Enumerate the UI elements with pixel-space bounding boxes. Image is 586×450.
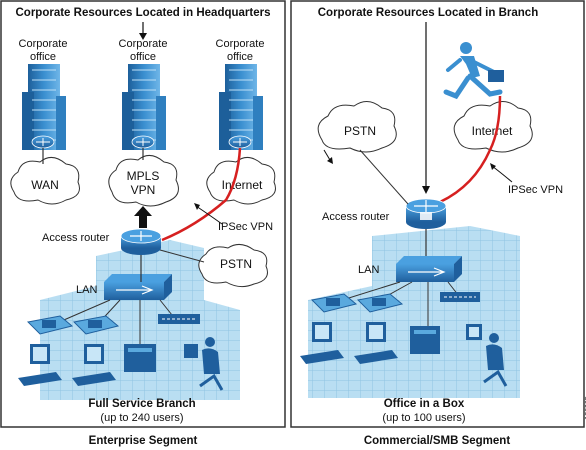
internet-cloud-icon: Internet [453, 101, 533, 153]
right-panel-frame [290, 0, 585, 428]
user-at-desk-icon [466, 324, 508, 387]
left-panel-title: Corporate Resources Located in Headquart… [16, 7, 271, 19]
router-icon [131, 135, 155, 149]
access-router-icon [405, 198, 447, 229]
right-lan-label: LAN [358, 264, 379, 276]
lan-switch-icon [104, 274, 172, 300]
mpls-vpn-cloud-icon: MPLS VPN [108, 155, 179, 207]
internet-cloud-icon: Internet [206, 157, 276, 205]
user-at-desk-icon [184, 337, 224, 391]
left-ipsec-label: IPSec VPN [218, 221, 273, 233]
mobile-user-icon [443, 42, 504, 100]
svg-text:Corporate: Corporate [216, 38, 265, 50]
ip-phone-icon [26, 315, 74, 335]
office-label-3: Corporate office [216, 38, 265, 63]
title-arrowhead-icon [139, 33, 147, 40]
building-icon [122, 64, 166, 150]
svg-text:Corporate: Corporate [119, 38, 168, 50]
office-label-1: Corporate office [19, 38, 68, 63]
branch-arrowhead-icon [422, 186, 430, 194]
ip-phone-icon [356, 293, 404, 313]
ipsec-vpn-line [161, 147, 242, 242]
svg-text:office: office [227, 51, 253, 63]
right-segment-label: Commercial/SMB Segment [364, 435, 511, 447]
uplink-arrow-icon [134, 206, 152, 228]
workstation-icon [72, 344, 116, 386]
right-access-router-label: Access router [322, 211, 390, 223]
access-router-icon [120, 228, 162, 255]
hub-icon [440, 292, 480, 302]
hub-icon [158, 314, 200, 324]
pstn-arrow-icon [323, 149, 331, 161]
svg-text:office: office [130, 51, 156, 63]
left-lan-label: LAN [76, 284, 97, 296]
right-ipsec-label: IPSec VPN [508, 184, 563, 196]
pstn-cloud-icon: PSTN [317, 101, 397, 153]
server-icon [124, 344, 156, 372]
right-internet-label: Internet [472, 124, 513, 138]
vpn-label: VPN [131, 183, 156, 197]
workstation-icon [300, 322, 344, 364]
internet-label: Internet [222, 178, 263, 192]
left-segment-label: Enterprise Segment [89, 435, 198, 447]
right-pstn-label: PSTN [344, 124, 376, 138]
router-icon [228, 135, 252, 149]
wan-cloud-icon: WAN [10, 157, 80, 205]
workstation-icon [354, 322, 398, 364]
mpls-label: MPLS [127, 169, 160, 183]
wan-label: WAN [31, 178, 59, 192]
right-branch-title: Office in a Box [384, 398, 465, 410]
svg-text:Corporate: Corporate [19, 38, 68, 50]
lan-switch-icon [396, 256, 462, 282]
router-icon [31, 135, 55, 149]
left-access-router-label: Access router [42, 232, 110, 244]
server-icon [410, 326, 440, 354]
right-panel-title: Corporate Resources Located in Branch [318, 7, 538, 19]
lan-building-block [308, 226, 520, 398]
left-branch-subtitle: (up to 240 users) [100, 412, 183, 424]
svg-text:office: office [30, 51, 56, 63]
ip-phone-icon [72, 315, 120, 335]
pstn-cloud-icon: PSTN [198, 244, 268, 288]
left-panel-frame [0, 0, 286, 428]
left-branch-title: Full Service Branch [88, 398, 195, 410]
pstn-label: PSTN [220, 257, 252, 271]
office-label-2: Corporate office [119, 38, 168, 63]
ip-phone-icon [310, 293, 358, 313]
right-branch-subtitle: (up to 100 users) [382, 412, 465, 424]
workstation-icon [18, 344, 62, 386]
ipsec-vpn-line [439, 95, 502, 204]
